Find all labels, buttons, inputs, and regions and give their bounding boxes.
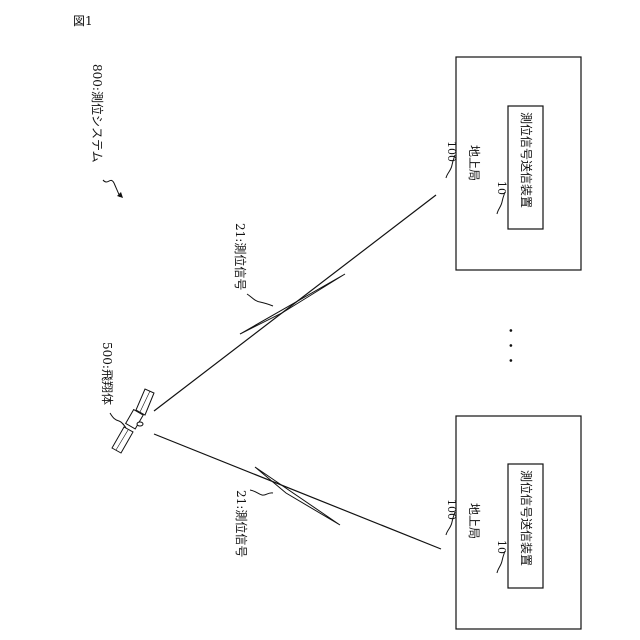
signal-label-lower: 21:測位信号	[234, 490, 248, 557]
station-name-2: 地上局	[467, 503, 481, 539]
signal-label-upper: 21:測位信号	[233, 223, 247, 290]
device-name-2: 測位信号送信装置	[519, 470, 533, 566]
signal-leader-lower	[250, 490, 273, 495]
system-leader-line	[103, 180, 120, 197]
signal-bolt-lower	[255, 467, 340, 525]
satellite-label: 500:飛翔体	[100, 342, 114, 405]
device-name-1: 測位信号送信装置	[519, 112, 533, 208]
device-leader-2	[497, 551, 505, 573]
satellite-leader	[110, 413, 126, 428]
system-label: 800:測位システム	[90, 64, 104, 163]
more-stations-ellipsis: ・・・	[502, 324, 516, 369]
station-ref-2: 100	[444, 499, 458, 520]
device-ref-1: 10	[494, 181, 508, 195]
device-ref-2: 10	[494, 540, 508, 554]
signal-bolt-upper	[240, 274, 345, 334]
station-ref-1: 100	[444, 141, 458, 162]
device-leader-1	[497, 192, 505, 214]
figure-label: 図1	[73, 12, 93, 29]
station-name-1: 地上局	[467, 145, 481, 181]
signal-path-lower	[154, 434, 441, 549]
signal-leader-upper	[247, 294, 273, 306]
